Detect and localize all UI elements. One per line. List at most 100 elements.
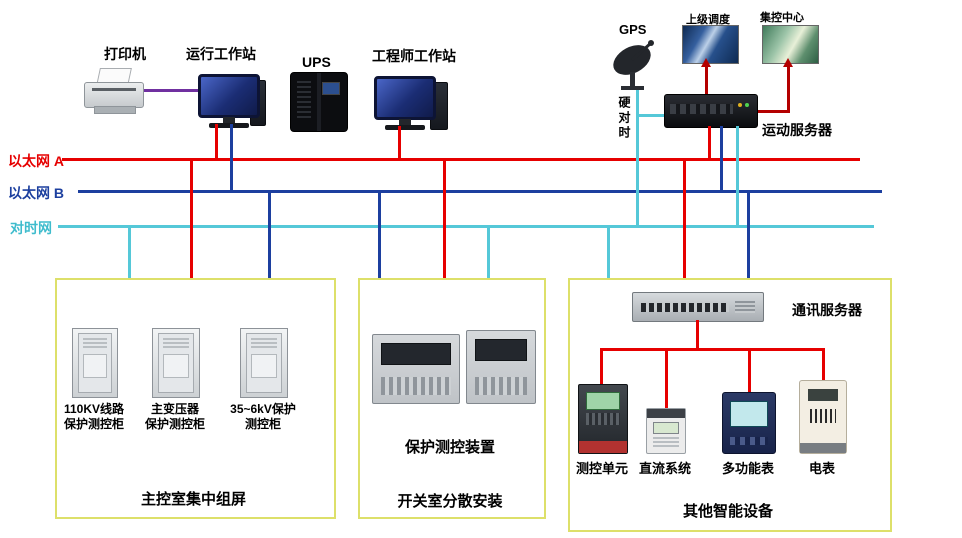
main-control-room-zone	[55, 278, 336, 519]
right-zone-caption: 其他智能设备	[682, 503, 773, 520]
time-sync-to-left-zone-link	[128, 225, 131, 278]
ups-label: UPS	[302, 54, 331, 70]
monitor-base	[209, 123, 249, 128]
server-vent	[735, 301, 755, 313]
comm-server-icon	[632, 292, 764, 322]
gps-to-server-link	[636, 114, 666, 117]
dispatch-photo	[682, 25, 739, 64]
control-center-arrow-icon	[783, 58, 793, 67]
multifunction-meter-icon	[722, 392, 776, 454]
device-lcd	[730, 401, 768, 427]
cabinet-35-6kv-icon	[240, 328, 288, 398]
engineer-workstation-label: 工程师工作站	[372, 48, 456, 64]
monitor-base	[385, 125, 425, 130]
protection-device-icon-1	[372, 334, 460, 404]
cabinet-panel	[163, 354, 189, 378]
ups-vent	[297, 81, 311, 121]
cabinet-transformer-label: 主变压器 保护测控柜	[144, 402, 205, 431]
server-led-amber	[738, 103, 742, 107]
measure-unit-icon	[578, 384, 628, 454]
link-to-energy-meter	[822, 348, 825, 380]
device-buttons	[381, 377, 451, 395]
monitor-neck	[223, 117, 235, 123]
control-center-label: 集控中心	[760, 12, 804, 24]
server-to-control-center-link	[787, 64, 790, 113]
device-lcd	[586, 392, 620, 410]
cabinet-door	[246, 333, 282, 393]
printer-icon	[84, 68, 144, 114]
operator-workstation-label: 运行工作站	[186, 46, 256, 62]
protection-device-icon-2	[466, 330, 536, 404]
server-faceplate	[670, 104, 733, 114]
device-footer	[579, 441, 627, 453]
device-barcode	[810, 409, 836, 423]
ethernet-a-to-middle-zone-link	[443, 158, 446, 278]
engineer-to-ethernet-a-link	[398, 126, 401, 160]
device-screen	[381, 343, 451, 365]
server-to-ethernet-a-link	[708, 126, 711, 160]
ethernet-a-to-left-zone-link	[190, 158, 193, 278]
cabinet-door	[78, 333, 112, 393]
bus-label-ethernet-b: 以太网 B	[8, 185, 64, 201]
device-lcd	[808, 389, 838, 401]
printer-label: 打印机	[104, 46, 146, 62]
printer-body	[84, 82, 144, 108]
gps-dish-icon	[613, 40, 654, 90]
server-led-green	[745, 103, 749, 107]
ethernet-b-to-left-zone-link	[268, 190, 271, 278]
cabinet-110kv-label: 110KV线路 保护测控柜	[63, 402, 125, 431]
time-sync-bus-line	[58, 225, 874, 228]
measure-unit-label: 测控单元	[575, 461, 628, 476]
server-to-dispatch-link	[705, 64, 708, 94]
cabinet-110kv-icon	[72, 328, 118, 398]
multifunction-meter-label: 多功能表	[721, 461, 774, 476]
server-ports	[641, 303, 729, 312]
smart-device-distribution-line	[600, 348, 825, 351]
device-screen	[475, 339, 527, 361]
printer-to-workstation-link	[144, 89, 198, 92]
dispatch-arrow-icon	[701, 58, 711, 67]
cabinet-panel	[251, 354, 277, 378]
bus-label-ethernet-a: 以太网 A	[8, 153, 64, 169]
printer-tray	[94, 106, 136, 114]
server-to-ethernet-b-link	[720, 126, 723, 192]
device-lines	[653, 437, 679, 447]
device-buttons	[475, 377, 527, 395]
hard-time-sync-label: 硬对时	[617, 96, 631, 141]
left-zone-caption: 主控室集中组屏	[140, 491, 246, 508]
time-sync-to-right-zone-link	[607, 225, 610, 278]
bus-label-time-sync: 对时网	[10, 220, 52, 236]
device-buttons	[730, 437, 768, 445]
server-to-control-center-elbow	[753, 110, 790, 113]
protection-device-label: 保护测控装置	[404, 439, 495, 456]
time-sync-to-middle-zone-link	[487, 225, 490, 278]
energy-meter-icon	[799, 380, 847, 454]
ups-display	[322, 82, 340, 95]
cabinet-vents	[163, 338, 189, 348]
dc-system-label: 直流系统	[638, 461, 691, 476]
operator-to-ethernet-b-link	[230, 124, 233, 192]
control-center-photo	[762, 25, 819, 64]
engineer-monitor-icon	[372, 76, 436, 130]
comm-server-drop-link	[696, 320, 699, 351]
ups-icon	[290, 72, 348, 132]
device-terminals	[800, 443, 846, 453]
cabinet-door	[158, 333, 194, 393]
ethernet-b-to-right-zone-link	[747, 190, 750, 278]
device-lcd	[653, 422, 679, 434]
comm-server-label: 通讯服务器	[792, 302, 862, 318]
device-buttons	[586, 413, 620, 425]
energy-meter-label: 电表	[808, 461, 835, 476]
monitor-screen	[374, 76, 436, 120]
telecontrol-server-label: 运动服务器	[762, 122, 832, 138]
ethernet-a-bus-line	[62, 158, 860, 161]
dc-system-icon	[646, 408, 686, 454]
operator-to-ethernet-a-link	[215, 124, 218, 160]
ethernet-b-bus-line	[78, 190, 882, 193]
printer-slot	[92, 88, 136, 91]
monitor-neck	[399, 119, 411, 125]
cabinet-vents	[251, 338, 277, 348]
operator-monitor-icon	[196, 74, 260, 128]
telecontrol-server-icon	[664, 94, 758, 128]
